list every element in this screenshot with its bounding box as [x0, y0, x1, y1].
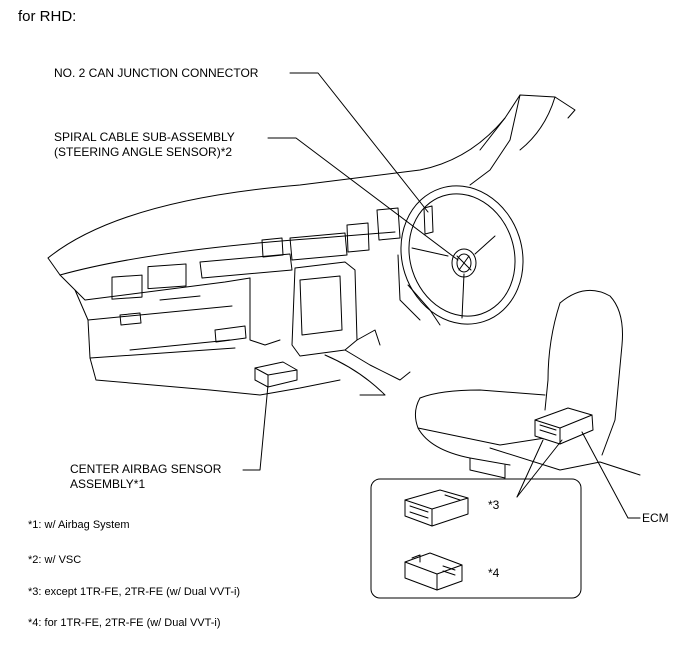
callout-can-junction-connector: NO. 2 CAN JUNCTION CONNECTOR [54, 66, 259, 80]
callout-variant-4: *4 [488, 566, 500, 580]
callout-ecm: ECM [642, 511, 669, 525]
note-3: *3: except 1TR-FE, 2TR-FE (w/ Dual VVT-i… [28, 586, 241, 598]
can-junction-connector-shape [423, 205, 434, 235]
page-heading: for RHD: [18, 8, 77, 25]
note-1: *1: w/ Airbag System [28, 519, 130, 531]
callout-airbag-sensor-line2: ASSEMBLY*1 [70, 477, 146, 491]
steering-wheel-shape [397, 185, 524, 326]
ecm-variant-3-shape [404, 489, 469, 527]
note-2: *2: w/ VSC [28, 554, 82, 566]
seat-shape [414, 289, 641, 479]
callout-spiral-cable-line1: SPIRAL CABLE SUB-ASSEMBLY [54, 130, 235, 144]
ecm-shape [534, 407, 594, 445]
center-console [209, 261, 411, 396]
center-airbag-sensor-shape [254, 361, 298, 388]
dashboard-outline [47, 94, 576, 391]
callout-spiral-cable-line2: (STEERING ANGLE SENSOR)*2 [54, 145, 233, 159]
callout-airbag-sensor-line1: CENTER AIRBAG SENSOR [70, 462, 222, 476]
dash-vents [111, 207, 401, 351]
note-4: *4: for 1TR-FE, 2TR-FE (w/ Dual VVT-i) [28, 617, 221, 629]
callout-variant-3: *3 [488, 498, 500, 512]
leader-lines [242, 72, 641, 519]
spiral-cable-shape [451, 248, 477, 278]
inset-box [370, 478, 582, 599]
ecm-variant-4-shape [404, 552, 463, 591]
